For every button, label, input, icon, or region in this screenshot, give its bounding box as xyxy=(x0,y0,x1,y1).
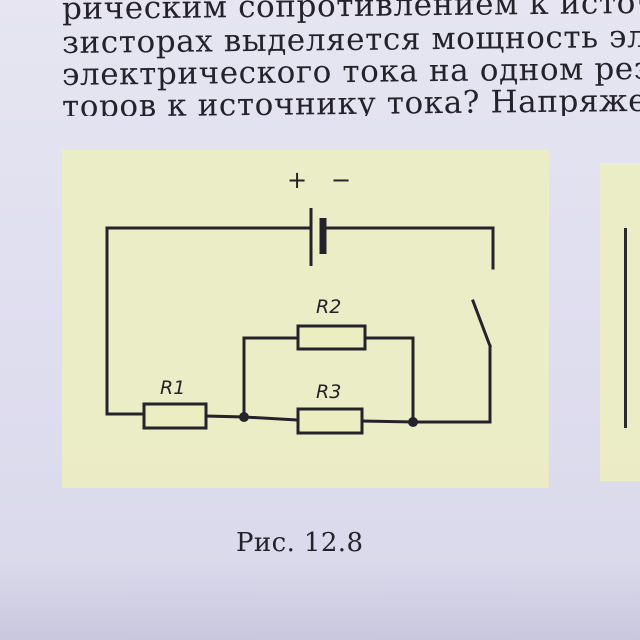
resistor-r2 xyxy=(296,324,367,351)
resistor-r3 xyxy=(296,407,364,435)
junction-left xyxy=(239,412,249,422)
page-shadow xyxy=(0,560,640,640)
wire-top-left xyxy=(105,226,311,416)
wire-branch-top xyxy=(242,336,300,419)
resistor-r1 xyxy=(142,402,208,430)
wire-r1-node xyxy=(204,414,246,419)
figure-caption: Рис. 12.8 xyxy=(236,528,364,558)
wire-branch-top-right xyxy=(363,336,415,424)
battery-symbol xyxy=(309,208,327,266)
wire-top-right xyxy=(322,226,495,270)
battery-plus-sign: + xyxy=(287,166,307,194)
wire-right xyxy=(411,344,492,424)
next-figure-background xyxy=(600,163,640,481)
next-figure-wire xyxy=(624,228,627,428)
r3-label: R3 xyxy=(316,381,341,403)
r2-label: R2 xyxy=(316,296,341,318)
wire-branch-bottom xyxy=(242,415,300,422)
r1-label: R1 xyxy=(160,377,185,399)
junction-right xyxy=(408,417,418,427)
wire-branch-bottom-right xyxy=(360,419,415,424)
battery-minus-sign: − xyxy=(331,166,351,194)
switch-blade xyxy=(471,299,492,348)
